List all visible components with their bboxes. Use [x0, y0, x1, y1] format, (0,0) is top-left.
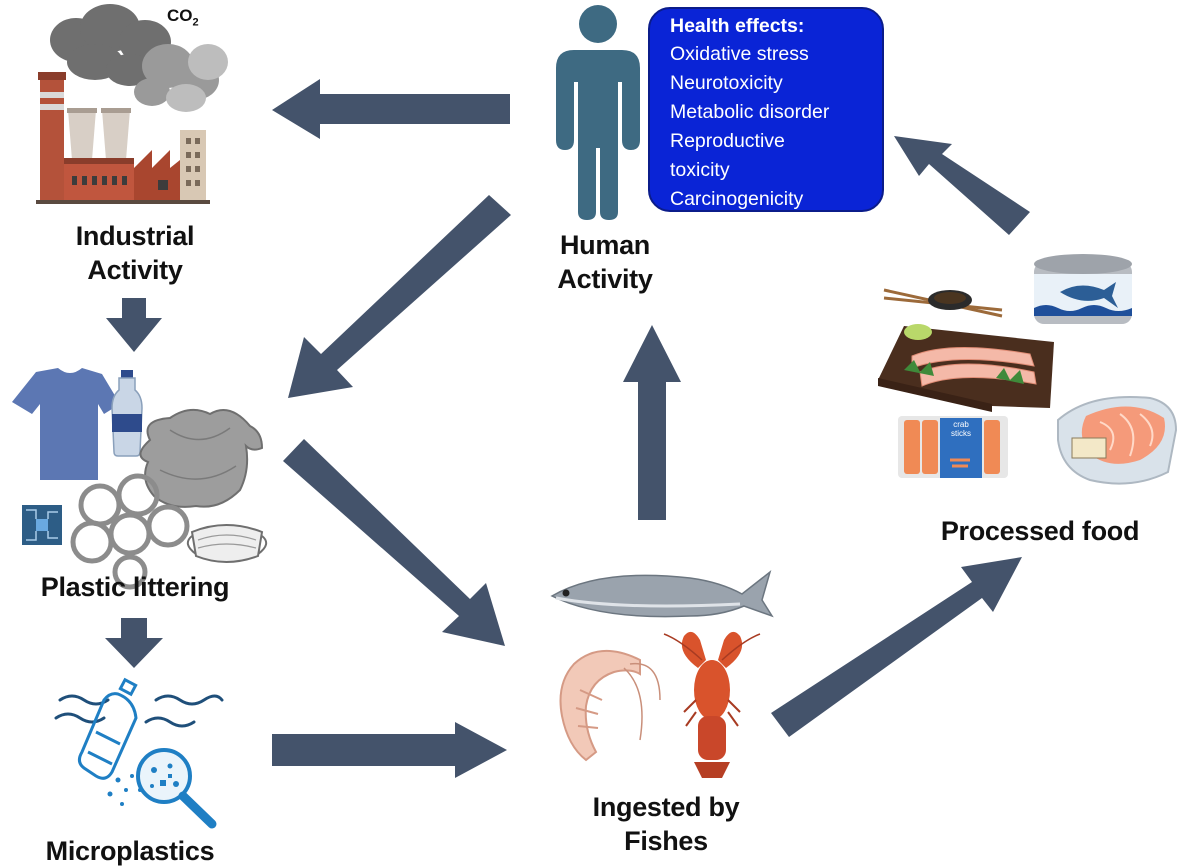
health-effect-item: Neurotoxicity	[670, 72, 783, 94]
industrial-activity-label: Industrial Activity	[40, 219, 230, 287]
human-label-line2: Activity	[557, 264, 653, 294]
health-effect-item: toxicity	[670, 159, 730, 181]
fish-icon	[550, 569, 774, 618]
plastic-littering-label: Plastic littering	[40, 572, 230, 602]
arrow-fishes-to-processed	[771, 557, 1022, 737]
human-activity-label: Human Activity	[510, 228, 700, 296]
health-effect-item: Metabolic disorder	[670, 101, 830, 123]
person-icon	[556, 5, 640, 220]
tshirt-icon	[12, 368, 120, 480]
arrow-human-to-industrial	[272, 79, 510, 139]
plastic-waste-icons	[12, 368, 268, 590]
health-effect-item: Oxidative stress	[670, 43, 809, 65]
fishes-label-line1: Ingested by	[592, 792, 740, 822]
industrial-label-line2: Activity	[87, 255, 183, 285]
fishes-label-line2: Fishes	[624, 826, 708, 856]
arrow-human-to-plastic	[288, 195, 511, 398]
crab-text-line2: sticks	[951, 429, 971, 438]
co2-label: CO2	[167, 6, 199, 28]
arrow-plastic-to-fishes	[283, 439, 505, 646]
arrow-plastic-to-micro	[105, 618, 163, 668]
co2-base: CO	[167, 6, 193, 25]
shrimp-icon	[559, 649, 661, 762]
sushi-platter-icon	[878, 288, 1054, 412]
factory-icon	[36, 4, 228, 204]
salmon-steak-pack-icon	[1057, 395, 1178, 485]
plastic-bag-icon	[139, 408, 264, 508]
industrial-label-line1: Industrial	[75, 221, 195, 251]
health-effects-box: Health effects: Oxidative stress Neuroto…	[648, 7, 884, 212]
crab-sticks-icon	[898, 416, 1008, 478]
bottle-icon	[111, 370, 143, 457]
crab-sticks-text: crab sticks	[940, 420, 982, 438]
tuna-can-icon	[1034, 254, 1132, 324]
arrow-industrial-to-plastic	[106, 298, 162, 352]
microplastics-label: Microplastics	[45, 836, 215, 866]
processed-food-label: Processed food	[940, 516, 1140, 546]
circuit-chip-icon	[22, 505, 62, 545]
arrow-processed-to-human	[894, 136, 1030, 235]
human-label-line1: Human	[559, 230, 650, 260]
bottle-outline-icon	[77, 677, 138, 780]
six-pack-rings-icon	[70, 473, 190, 590]
magnifier-icon	[136, 748, 217, 829]
arrow-fishes-to-human	[623, 325, 681, 520]
crab-text-line1: crab	[953, 420, 969, 429]
health-effect-item: Reproductive	[670, 130, 785, 152]
ingested-by-fishes-label: Ingested by Fishes	[556, 790, 776, 858]
co2-subscript: 2	[192, 16, 199, 29]
lobster-icon	[663, 631, 761, 778]
flow-arrows	[105, 79, 1030, 778]
health-effect-item: Carcinogenicity	[670, 188, 804, 210]
health-effects-title: Health effects:	[670, 15, 805, 37]
face-mask-icon	[186, 524, 268, 563]
arrow-micro-to-fishes	[272, 722, 507, 778]
microplastics-icon	[54, 677, 224, 829]
